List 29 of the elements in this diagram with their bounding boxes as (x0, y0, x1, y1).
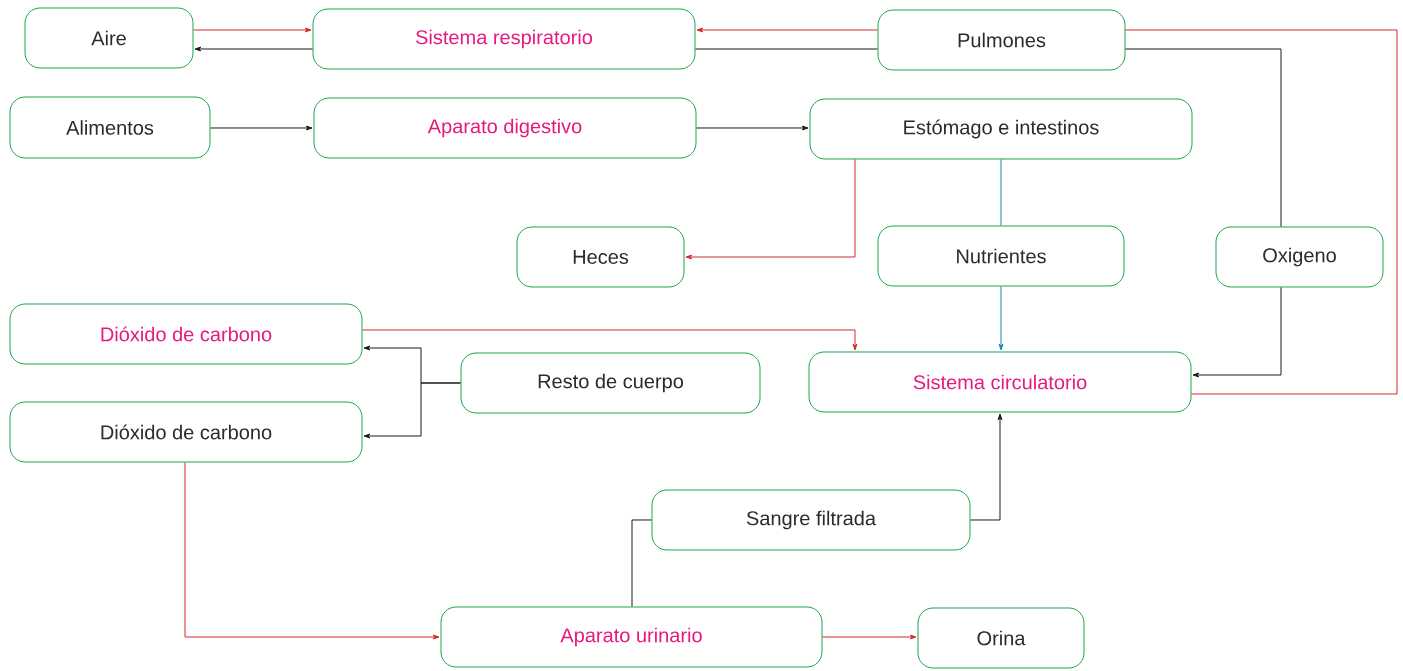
process-box: Dióxido de carbono (9, 303, 363, 365)
arrow (822, 634, 917, 640)
arrow (193, 27, 312, 33)
arrow (696, 125, 809, 131)
process-box: Heces (516, 226, 685, 288)
process-box: Sistema circulatorio (808, 351, 1192, 413)
arrow (362, 329, 858, 351)
process-box: Oxigeno (1215, 226, 1384, 288)
arrow (696, 27, 878, 33)
arrow (210, 125, 313, 131)
process-box: Sistema respiratorio (312, 8, 696, 70)
arrow (194, 46, 313, 52)
process-box: Aparato urinario (440, 606, 823, 668)
process-box: Pulmones (877, 9, 1126, 71)
process-box: Estómago e intestinos (809, 98, 1193, 160)
process-box: Alimentos (9, 96, 211, 159)
process-box: Nutrientes (877, 225, 1125, 287)
process-box: Resto de cuerpo (460, 352, 761, 414)
arrow (970, 413, 1003, 521)
process-box: Aire (24, 7, 194, 69)
arrow (1192, 287, 1282, 378)
arrow (685, 159, 856, 260)
arrow (998, 286, 1004, 351)
arrow (184, 462, 440, 640)
process-box: Sangre filtrada (651, 489, 971, 551)
process-box: Aparato digestivo (313, 97, 697, 159)
arrow (363, 382, 461, 439)
process-box: Dióxido de carbono (9, 401, 363, 463)
process-box: Orina (917, 607, 1085, 669)
